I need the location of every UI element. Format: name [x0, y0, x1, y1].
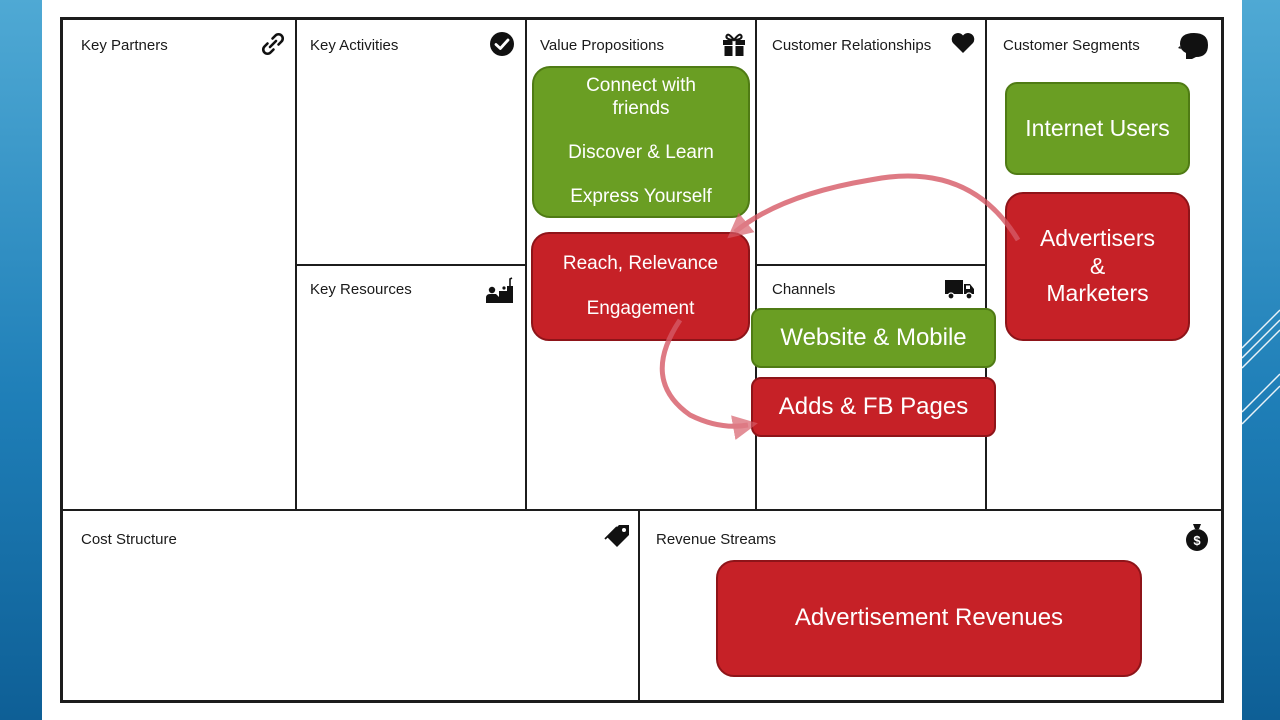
segment-text: Marketers [1046, 280, 1149, 307]
segments-green-box: Internet Users [1005, 82, 1190, 175]
value-prop-red-box: Reach, Relevance Engagement [531, 232, 750, 341]
svg-text:$: $ [1193, 533, 1201, 548]
value-prop-text: Connect with [586, 75, 696, 97]
cost-structure-title: Cost Structure [81, 531, 177, 548]
check-circle-icon [490, 32, 514, 56]
heart-icon [951, 33, 975, 53]
key-resources-title: Key Resources [310, 281, 412, 298]
decorative-lines [1241, 309, 1280, 425]
money-bag-icon: $ [1186, 524, 1208, 551]
truck-icon [945, 280, 974, 300]
value-prop-text: Reach, Relevance [562, 252, 719, 274]
head-icon [1178, 33, 1208, 59]
key-activities-title: Key Activities [310, 37, 399, 54]
value-prop-text: Discover & Learn [568, 142, 714, 163]
grid-line [295, 264, 525, 266]
channels-red-box: Adds & FB Pages [751, 377, 996, 437]
link-icon [261, 32, 285, 56]
segment-text: Advertisers [1039, 225, 1156, 252]
value-propositions-title: Value Propositions [540, 37, 664, 54]
price-tag-icon [604, 525, 629, 547]
grid-line [525, 20, 527, 510]
channels-green-box: Website & Mobile [751, 308, 996, 368]
segments-red-box: Advertisers & Marketers [1005, 192, 1190, 341]
customer-relationships-title: Customer Relationships [772, 37, 932, 54]
value-prop-green-box: Connect with friends Discover & Learn Ex… [532, 66, 750, 218]
value-prop-text: Express Yourself [570, 185, 712, 207]
value-prop-text: friends [612, 98, 670, 120]
key-partners-title: Key Partners [81, 37, 168, 54]
customer-segments-title: Customer Segments [1003, 37, 1140, 54]
grid-line [985, 20, 987, 510]
worker-icon [486, 277, 513, 303]
channels-title: Channels [772, 281, 836, 298]
gift-icon [723, 33, 745, 56]
revenue-streams-title: Revenue Streams [656, 531, 777, 548]
grid-line [638, 510, 640, 700]
segment-text: & [1089, 252, 1106, 279]
revenue-red-box: Advertisement Revenues [716, 560, 1142, 677]
value-prop-text: Engagement [586, 297, 695, 319]
grid-line [63, 509, 1221, 511]
grid-line [755, 264, 985, 266]
